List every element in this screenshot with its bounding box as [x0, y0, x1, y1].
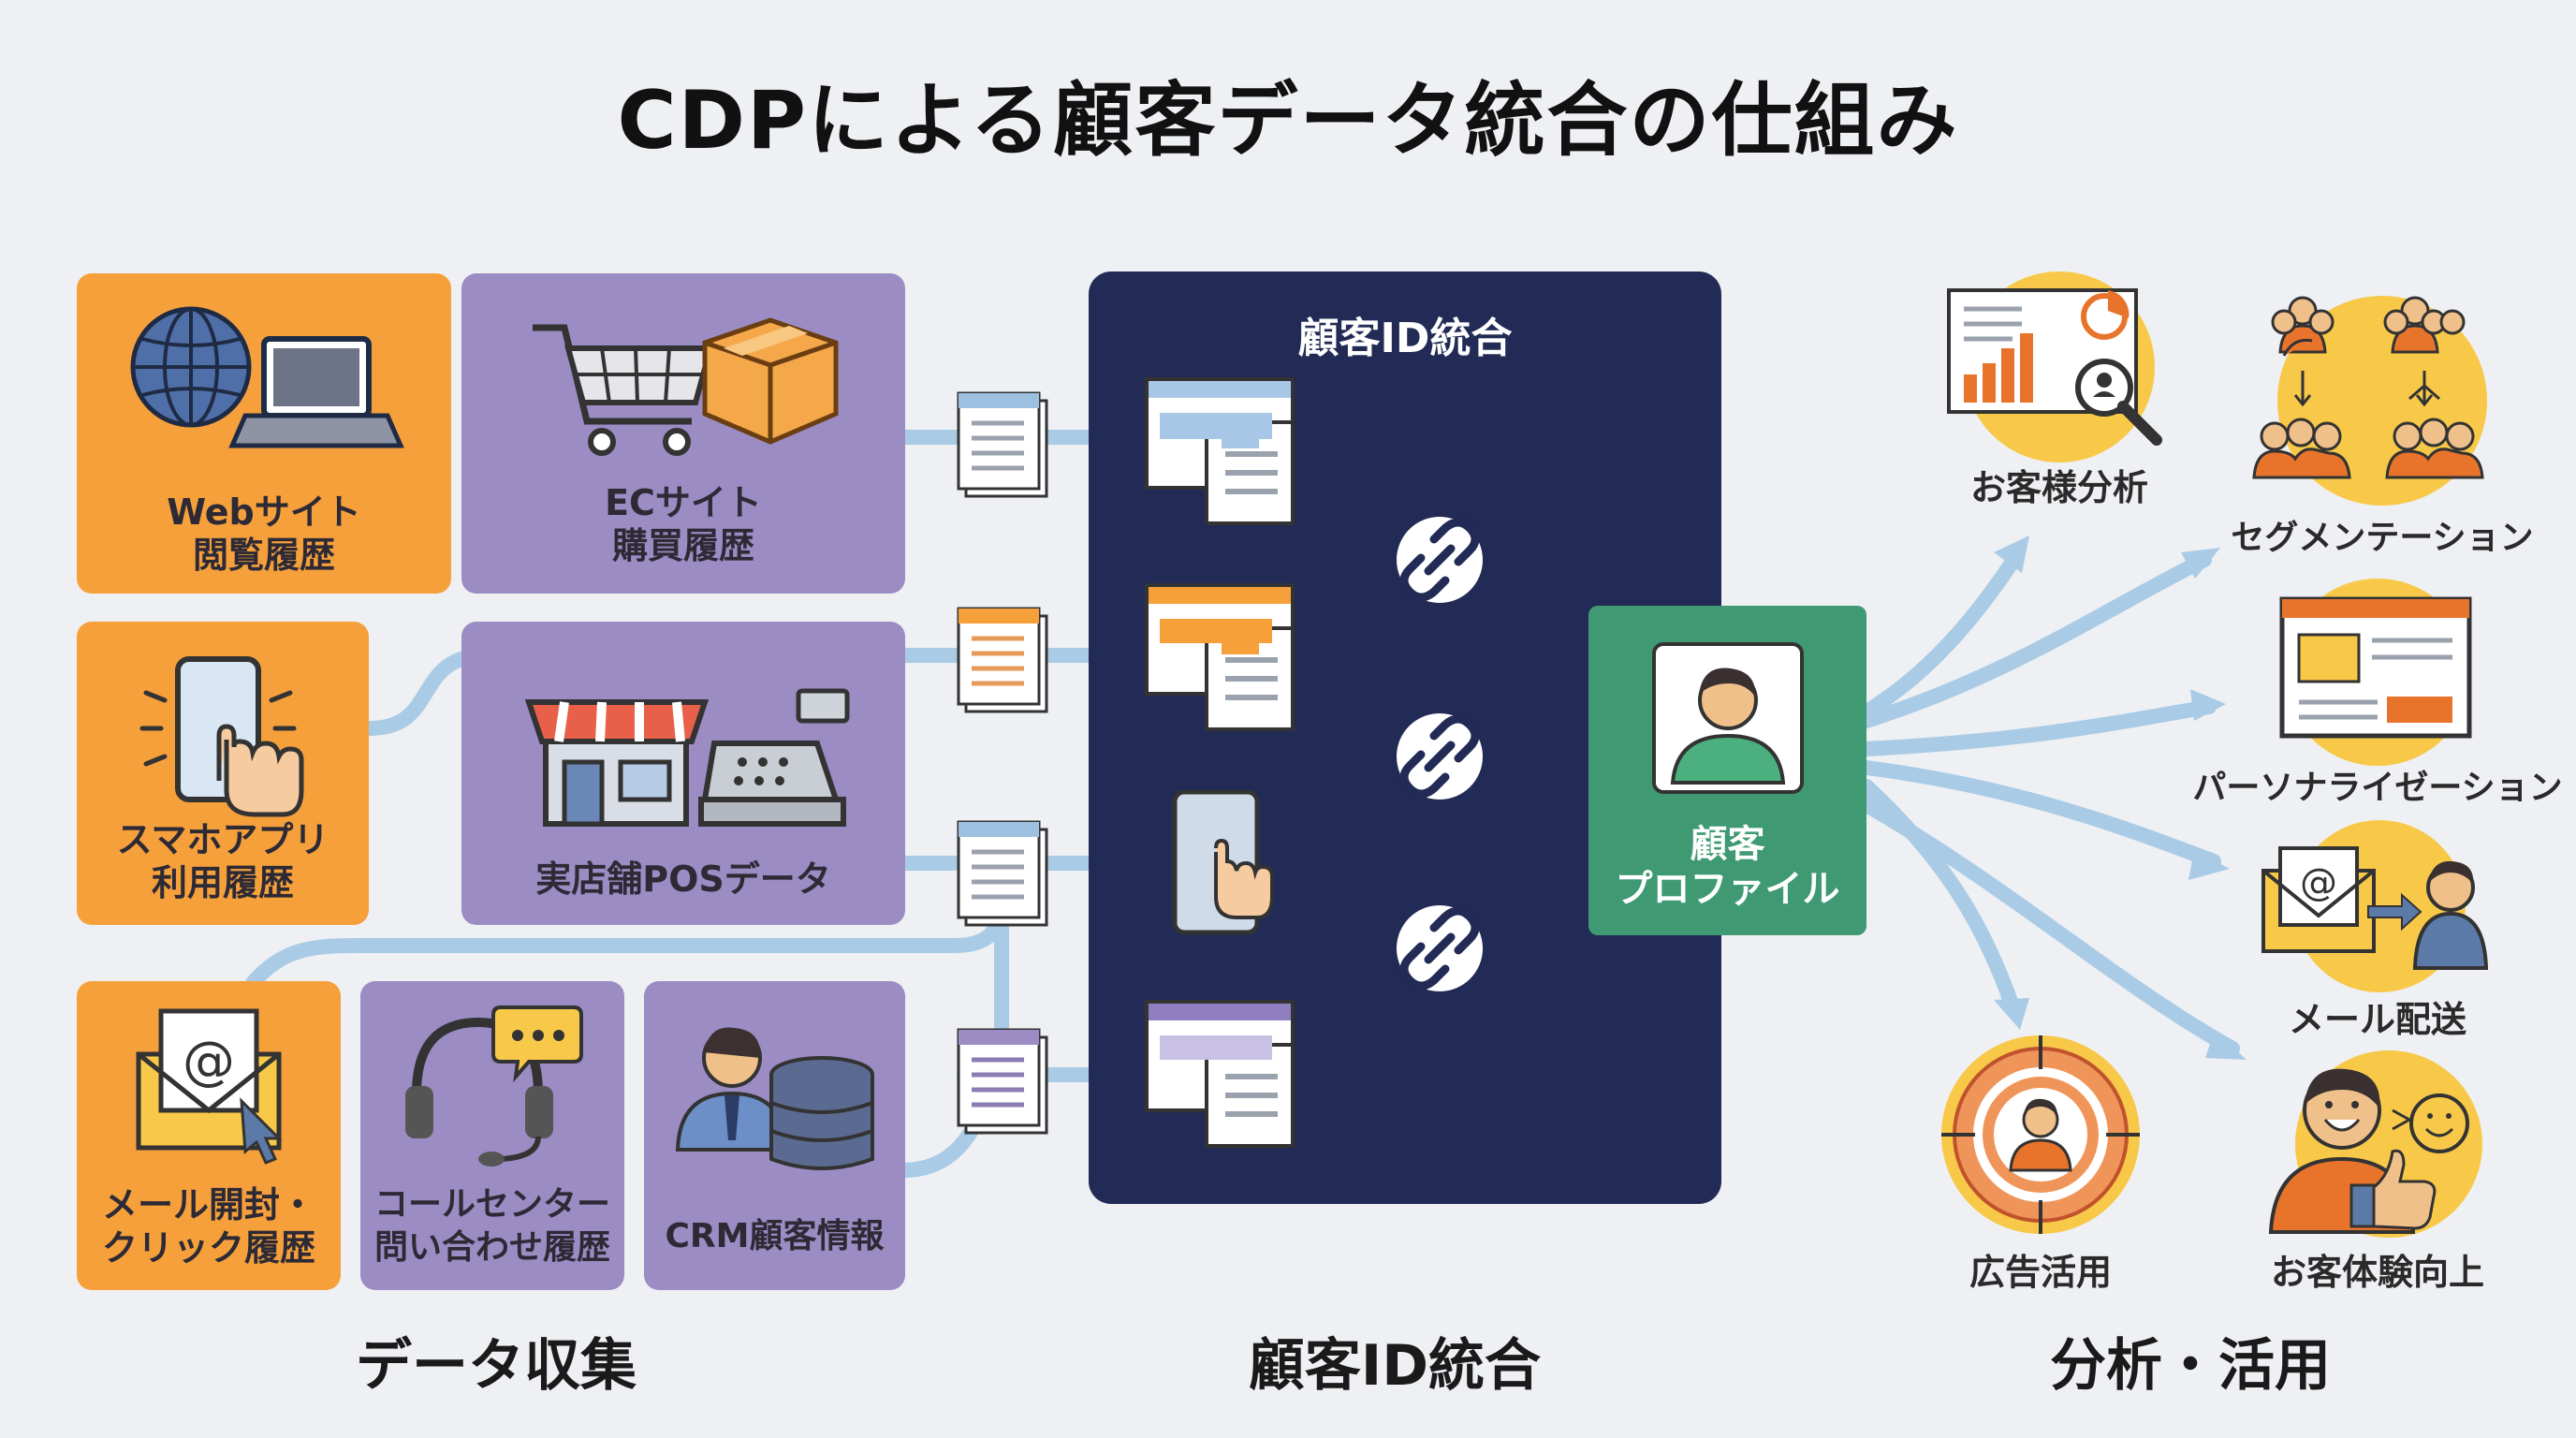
- output-mail-label: メール配送: [2288, 999, 2466, 1040]
- source-pos-box: 実店舗POSデータ: [461, 622, 905, 925]
- source-web-box: Webサイト閲覧履歴: [77, 273, 451, 594]
- source-app-box: スマホアプリ利用履歴: [77, 622, 369, 925]
- cart-box-icon: [533, 317, 839, 456]
- svg-text:@: @: [2300, 861, 2337, 904]
- mail-delivery-icon: @: [2261, 820, 2489, 992]
- doc-icon-2: [957, 607, 1048, 713]
- source-ec-box: ECサイト購買履歴: [461, 273, 905, 594]
- source-mail-label: メール開封・クリック履歴: [101, 1184, 315, 1269]
- svg-text:@: @: [183, 1031, 235, 1092]
- person-database-icon: [675, 1027, 874, 1170]
- source-call-box: コールセンター問い合わせ履歴: [360, 981, 624, 1290]
- customer-experience-icon: [2268, 1050, 2482, 1238]
- source-ec-label: ECサイト購買履歴: [605, 482, 762, 566]
- page-title: CDPによる顧客データ統合の仕組み: [617, 74, 1959, 168]
- smartphone-tap-icon: [139, 656, 304, 817]
- store-register-icon: [524, 688, 850, 827]
- source-call-label: コールセンター問い合わせ履歴: [373, 1185, 610, 1267]
- customer-profile-label: 顧客プロファイル: [1615, 823, 1840, 911]
- source-crm-box: CRM顧客情報: [644, 981, 905, 1290]
- section-label-use: 分析・活用: [2050, 1333, 2331, 1399]
- email-click-icon: @: [136, 1008, 283, 1165]
- doc-icon-3: [957, 820, 1048, 927]
- source-crm-label: CRM顧客情報: [665, 1217, 885, 1255]
- doc-icon-4: [957, 1028, 1048, 1135]
- profile-avatar-icon: [1652, 642, 1804, 794]
- headset-chat-icon: [405, 1005, 583, 1167]
- segmentation-icon: [2252, 296, 2487, 506]
- analysis-icon: [1947, 271, 2162, 462]
- output-segmentation-label: セグメンテーション: [2231, 519, 2534, 557]
- source-web-label: Webサイト閲覧履歴: [167, 492, 361, 576]
- globe-laptop-icon: [130, 306, 404, 448]
- output-analysis-label: お客様分析: [1969, 467, 2148, 508]
- personalization-icon: [2279, 579, 2472, 766]
- phone-tap-icon: [1172, 789, 1274, 935]
- source-pos-label: 実店舗POSデータ: [535, 858, 831, 900]
- section-label-integrate: 顧客ID統合: [1248, 1333, 1542, 1399]
- output-ads-label: 広告活用: [1969, 1252, 2112, 1293]
- doc-icon-1: [957, 391, 1048, 498]
- browser-icon-1: [1147, 379, 1293, 523]
- source-mail-box: @ メール開封・クリック履歴: [77, 981, 341, 1290]
- output-experience-label: お客体験向上: [2270, 1252, 2484, 1293]
- output-personalization-label: パーソナライゼーション: [2192, 769, 2563, 807]
- section-label-collect: データ収集: [356, 1333, 637, 1399]
- id-integration-title: 顧客ID統合: [1297, 315, 1513, 362]
- ads-target-icon: [1941, 1035, 2140, 1234]
- source-app-label: スマホアプリ利用履歴: [116, 819, 329, 903]
- browser-icon-4: [1147, 1002, 1293, 1146]
- browser-icon-2: [1147, 585, 1293, 729]
